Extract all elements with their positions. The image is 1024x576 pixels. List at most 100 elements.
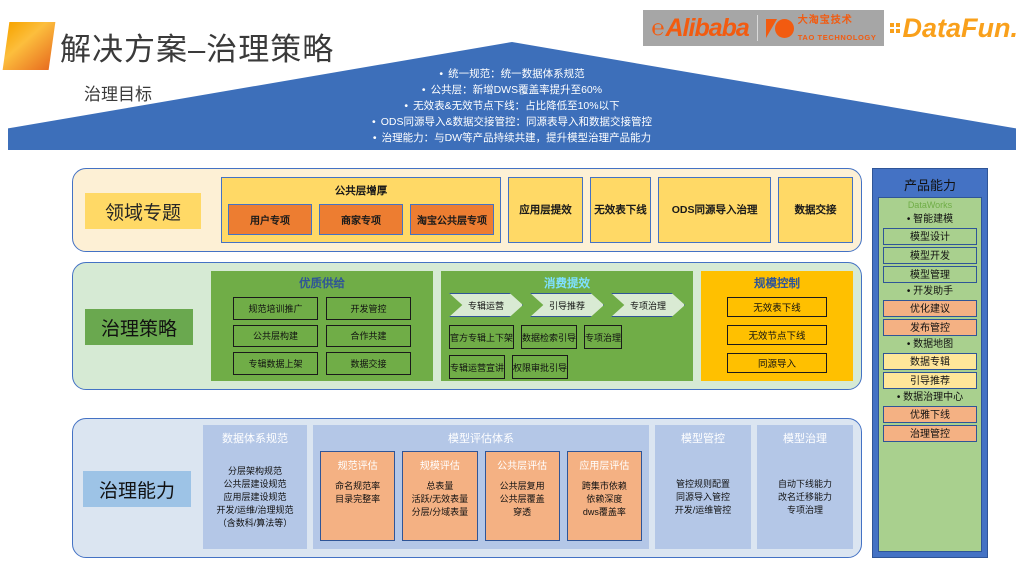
strategy-item[interactable]: 开发管控	[326, 297, 411, 320]
sidebar-group-header: • 数据治理中心	[896, 392, 964, 403]
strategy-item[interactable]: 官方专辑上下架	[449, 325, 515, 349]
evaluation-card[interactable]: 公共层评估 公共层复用 公共层覆盖 穿透	[484, 451, 560, 541]
public-layer-item[interactable]: 商家专项	[319, 204, 403, 235]
logo-bar: ℮Alibaba 大淘宝技术 TAO TECHNOLOGY DataFun.	[643, 8, 1018, 48]
tao-dot-icon	[774, 18, 794, 38]
sidebar-item-optimization-advice[interactable]: 优化建议	[883, 300, 977, 317]
evaluation-card-title: 应用层评估	[579, 461, 630, 472]
domain-columns: 公共层增厚 用户专项 商家专项 淘宝公共层专项 应用层提效 无效表下线 ODS同…	[221, 177, 853, 243]
evaluation-card[interactable]: 规模评估 总表量 活跃/无效表量 分层/分域表量	[402, 451, 478, 541]
band-label-domain: 领域专题	[85, 193, 201, 229]
sidebar-item-data-album[interactable]: 数据专辑	[883, 353, 977, 370]
group-title: 优质供给	[299, 278, 345, 290]
column-model-governance: 模型治理 自动下线能力 改名迁移能力 专项治理	[757, 425, 853, 549]
evaluation-card[interactable]: 规范评估 命名规范率 目录完整率	[320, 451, 396, 541]
sidebar-list: DataWorks • 智能建模 模型设计 模型开发 模型管理 • 开发助手 优…	[878, 197, 982, 552]
evaluation-card-body: 总表量 活跃/无效表量 分层/分域表量	[411, 481, 469, 517]
sidebar-item-model-management[interactable]: 模型管理	[883, 266, 977, 283]
domain-card[interactable]: 数据交接	[778, 177, 853, 243]
column-title: 数据体系规范	[222, 433, 288, 445]
sidebar-item-graceful-offline[interactable]: 优雅下线	[883, 406, 977, 423]
tao-label-cn: 大淘宝技术	[797, 15, 853, 27]
band-domain-topics: 领域专题 公共层增厚 用户专项 商家专项 淘宝公共层专项 应用层提效 无效表下线…	[72, 168, 862, 252]
goal-line: •统一规范：统一数据体系规范	[439, 68, 585, 80]
column-body: 分层架构规范 公共层建设规范 应用层建设规范 开发/运维/治理规范 （含数科/算…	[216, 465, 294, 528]
group-title: 消费提效	[544, 278, 590, 290]
chevron-arrow[interactable]: 专辑运营	[449, 293, 523, 317]
consumption-row-1: 官方专辑上下架 数据检索引导 专项治理	[449, 325, 685, 349]
public-layer-title: 公共层增厚	[334, 185, 388, 197]
domain-card[interactable]: 无效表下线	[589, 177, 652, 243]
public-layer-item[interactable]: 用户专项	[228, 204, 312, 235]
tao-slash-icon	[765, 18, 777, 38]
goal-line: •公共层：新增DWS覆盖率提升至60%	[421, 84, 603, 96]
group-quality-supply: 优质供给 规范培训推广 开发管控 公共层构建 合作共建 专辑数据上架 数据交接	[211, 271, 433, 381]
datafun-wordmark: DataFun.	[902, 12, 1018, 43]
evaluation-card-body: 跨集市依赖 依赖深度 dws覆盖率	[581, 481, 627, 517]
capability-columns: 数据体系规范 分层架构规范 公共层建设规范 应用层建设规范 开发/运维/治理规范…	[203, 425, 853, 549]
page-subtitle: 治理目标	[84, 85, 152, 104]
group-consumption-efficiency: 消费提效 专辑运营 引导推荐 专项治理 官方专辑上下架 数据检索引导 专项治理 …	[441, 271, 693, 381]
evaluation-card-body: 公共层复用 公共层覆盖 穿透	[499, 481, 545, 517]
alibaba-logo: ℮Alibaba 大淘宝技术 TAO TECHNOLOGY	[643, 10, 885, 46]
quality-supply-items: 规范培训推广 开发管控 公共层构建 合作共建 专辑数据上架 数据交接	[233, 297, 411, 375]
bullet-icon: •	[372, 116, 376, 128]
sidebar-item-guided-recommendation[interactable]: 引导推荐	[883, 372, 977, 389]
group-title: 规模控制	[754, 278, 800, 290]
sidebar-item-model-development[interactable]: 模型开发	[883, 247, 977, 264]
strategy-item[interactable]: 无效表下线	[727, 297, 827, 317]
sidebar-item-model-design[interactable]: 模型设计	[883, 228, 977, 245]
strategy-item[interactable]: 同源导入	[727, 353, 827, 373]
strategy-item[interactable]: 合作共建	[326, 324, 411, 348]
page-title: 解决方案–治理策略	[60, 32, 335, 67]
goals-banner: •统一规范：统一数据体系规范 •公共层：新增DWS覆盖率提升至60% •无效表&…	[8, 42, 1016, 150]
tao-technology-logo: 大淘宝技术 TAO TECHNOLOGY	[765, 11, 877, 45]
alibaba-wordmark: ℮Alibaba	[651, 13, 750, 42]
domain-card[interactable]: 应用层提效	[508, 177, 583, 243]
strategy-item[interactable]: 数据检索引导	[521, 325, 578, 349]
chevron-arrow[interactable]: 专项治理	[611, 293, 685, 317]
sidebar-group-header: • 开发助手	[906, 286, 954, 297]
tao-mark-icon	[765, 18, 794, 38]
band-governance-capability: 治理能力 数据体系规范 分层架构规范 公共层建设规范 应用层建设规范 开发/运维…	[72, 418, 862, 558]
strategy-item[interactable]: 无效节点下线	[727, 325, 827, 345]
strategy-item[interactable]: 专辑运营宣讲	[449, 355, 506, 379]
evaluation-card-title: 公共层评估	[497, 461, 548, 472]
goals-list: •统一规范：统一数据体系规范 •公共层：新增DWS覆盖率提升至60% •无效表&…	[8, 66, 1016, 146]
tao-label-en: TAO TECHNOLOGY	[797, 33, 877, 42]
consumption-arrow-row: 专辑运营 引导推荐 专项治理	[449, 293, 685, 317]
column-title: 模型评估体系	[448, 433, 514, 445]
column-body: 自动下线能力 改名迁移能力 专项治理	[777, 478, 832, 515]
evaluation-card-title: 规范评估	[337, 461, 378, 472]
sidebar-item-governance-control[interactable]: 治理管控	[883, 425, 977, 442]
column-model-control: 模型管控 管控规则配置 同源导入管控 开发/运维管控	[655, 425, 751, 549]
bullet-icon: •	[404, 100, 409, 112]
datafun-logo: DataFun.	[890, 13, 1018, 44]
sidebar-brand-label: DataWorks	[907, 200, 953, 210]
tao-text: 大淘宝技术 TAO TECHNOLOGY	[798, 11, 877, 45]
evaluation-card[interactable]: 应用层评估 跨集市依赖 依赖深度 dws覆盖率	[566, 451, 642, 541]
datafun-dots-icon	[890, 23, 901, 33]
strategy-item[interactable]: 权限审批引导	[512, 355, 569, 379]
strategy-item[interactable]: 专项治理	[584, 325, 623, 349]
strategy-groups: 优质供给 规范培训推广 开发管控 公共层构建 合作共建 专辑数据上架 数据交接 …	[211, 271, 853, 381]
chevron-arrow[interactable]: 引导推荐	[530, 293, 604, 317]
strategy-item[interactable]: 数据交接	[326, 352, 411, 375]
public-layer-item[interactable]: 淘宝公共层专项	[410, 204, 494, 235]
column-data-spec: 数据体系规范 分层架构规范 公共层建设规范 应用层建设规范 开发/运维/治理规范…	[203, 425, 307, 549]
sidebar-product-capability: 产品能力 DataWorks • 智能建模 模型设计 模型开发 模型管理 • 开…	[872, 168, 988, 558]
sidebar-item-release-control[interactable]: 发布管控	[883, 319, 977, 336]
column-title: 模型管控	[681, 433, 725, 445]
goal-line: •无效表&无效节点下线：占比降低至10%以下	[404, 100, 620, 112]
strategy-item[interactable]: 公共层构建	[233, 324, 318, 348]
strategy-item[interactable]: 专辑数据上架	[233, 352, 318, 375]
alibaba-swirl-icon: ℮	[651, 15, 664, 40]
goal-line: •ODS同源导入&数据交接管控：同源表导入和数据交接管控	[372, 116, 652, 128]
logo-divider	[756, 15, 758, 41]
bullet-icon: •	[439, 68, 444, 80]
evaluation-card-title: 规模评估	[419, 461, 460, 472]
band-governance-strategy: 治理策略 优质供给 规范培训推广 开发管控 公共层构建 合作共建 专辑数据上架 …	[72, 262, 862, 390]
domain-card[interactable]: ODS同源导入治理	[658, 177, 772, 243]
strategy-item[interactable]: 规范培训推广	[233, 297, 318, 320]
